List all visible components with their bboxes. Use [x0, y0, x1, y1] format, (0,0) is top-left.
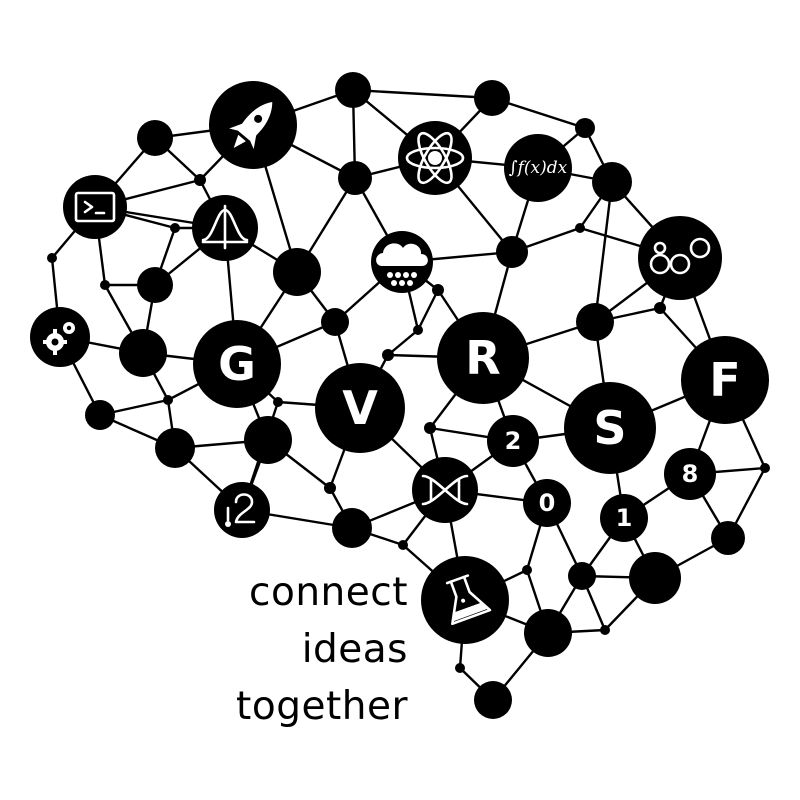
year-digit-8: 8 [682, 460, 699, 488]
network-node [575, 118, 595, 138]
letter-v: V [342, 381, 378, 435]
network-node [315, 363, 405, 453]
network-edge [593, 180, 614, 324]
network-node [63, 175, 127, 239]
network-node [85, 400, 115, 430]
network-node [324, 482, 336, 494]
network-node [638, 216, 722, 300]
letter-s: S [593, 401, 626, 455]
network-node [100, 280, 110, 290]
atom-icon [405, 131, 465, 185]
gears-icon [43, 322, 75, 355]
bell-curve-icon [201, 204, 249, 250]
network-node [214, 482, 270, 538]
network-node [575, 223, 585, 233]
network-node [437, 312, 529, 404]
network-node [137, 120, 173, 156]
network-node [170, 223, 180, 233]
network-edge [386, 328, 420, 357]
network-node [504, 134, 572, 202]
year-digit-0: 0 [539, 489, 556, 517]
network-node [194, 174, 206, 186]
network-node [432, 284, 444, 296]
lamp-hook-icon [225, 493, 256, 527]
network-node [496, 236, 528, 268]
network-node [398, 540, 408, 550]
flask-icon [445, 574, 492, 626]
network-node [193, 320, 281, 408]
network-node [654, 302, 666, 314]
network-node [273, 248, 321, 296]
network-node [474, 80, 510, 116]
network-node [681, 336, 769, 424]
network-edge [351, 88, 494, 100]
year-digit-1: 1 [616, 504, 633, 532]
network-node [244, 416, 292, 464]
network-node [487, 415, 539, 467]
network-node [47, 253, 57, 263]
letter-g: G [218, 337, 256, 391]
network-node [568, 562, 596, 590]
letter-r: R [465, 331, 500, 385]
network-node [600, 625, 610, 635]
network-node [338, 161, 372, 195]
network-node [413, 325, 423, 335]
molecule-icon [649, 237, 711, 275]
network-node [600, 494, 648, 542]
network-edge [416, 288, 440, 332]
rocket-icon [229, 102, 273, 150]
network-node [335, 72, 371, 108]
network-node [155, 428, 195, 468]
network-node [576, 303, 614, 341]
integral-icon: ∫f(x)dx [509, 158, 568, 178]
integral-formula-text: ∫f(x)dx [509, 158, 568, 178]
network-node [321, 308, 349, 336]
cloud-rain-icon [376, 243, 428, 286]
network-node [564, 382, 656, 474]
network-node [664, 448, 716, 500]
network-node [273, 397, 283, 407]
network-node [592, 162, 632, 202]
network-node [382, 349, 394, 361]
tagline-line-together: together [236, 684, 408, 729]
terminal-icon [74, 191, 116, 223]
tagline-line-connect: connect [249, 570, 408, 615]
network-node [760, 463, 770, 473]
network-node [119, 329, 167, 377]
network-node [163, 395, 173, 405]
letter-f: F [709, 353, 740, 407]
network-node [332, 508, 372, 548]
network-nodes [30, 72, 770, 719]
network-node [522, 565, 532, 575]
network-node [711, 521, 745, 555]
network-node [474, 681, 512, 719]
network-node [523, 479, 571, 527]
network-node [524, 609, 572, 657]
dna-icon [421, 474, 469, 506]
network-node [424, 422, 436, 434]
network-node [455, 663, 465, 673]
network-node [137, 267, 173, 303]
tagline-line-ideas: ideas [301, 627, 408, 672]
year-digit-2: 2 [505, 427, 522, 455]
network-node [629, 552, 681, 604]
